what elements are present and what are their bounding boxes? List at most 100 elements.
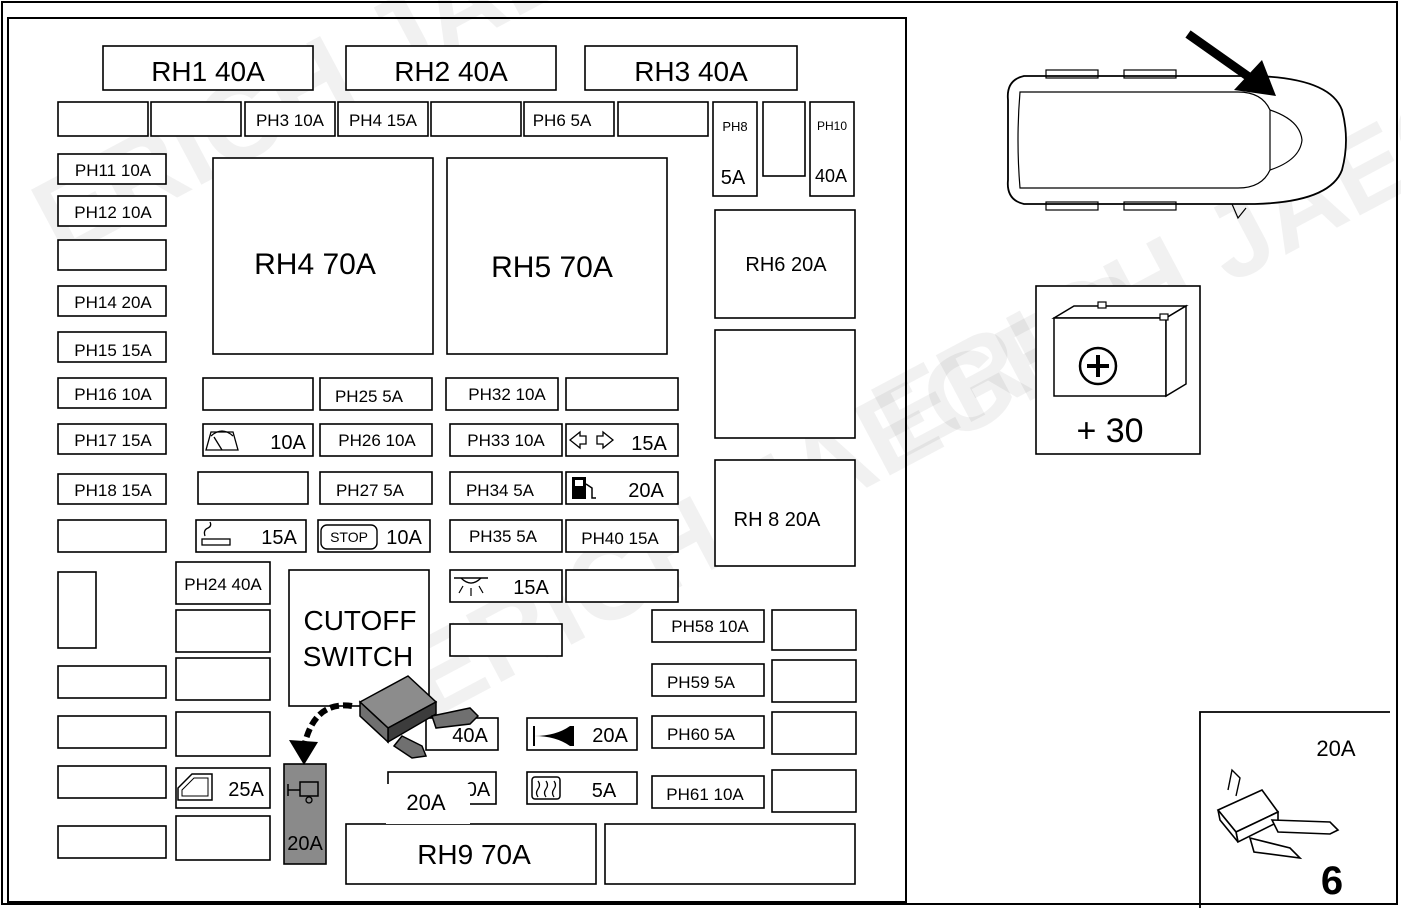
fuse-ph4-label: PH4 15A [349, 111, 418, 130]
fuse-slot-empty [771, 711, 857, 755]
highlighted-fuse: 20A [283, 763, 327, 865]
right-lower-fuses: PH58 10A PH59 5A PH60 5A PH61 10A [651, 609, 857, 813]
fuse-ph27-label: PH27 5A [336, 481, 405, 500]
vehicle-roof [1017, 91, 1271, 189]
vehicle-windshield [1269, 109, 1303, 171]
vehicle-body [1006, 75, 1347, 205]
left-fuse-column: PH11 10A PH12 10A PH14 20A PH15 15A PH16… [57, 153, 167, 859]
fuse-ph32 [445, 377, 559, 411]
fuse-ph24 [175, 561, 271, 605]
fuse-ph12-label: PH12 10A [74, 203, 152, 222]
large-relays: RH4 70A RH5 70A RH6 20A RH 8 20A [212, 157, 856, 567]
fuse-slot-empty [175, 657, 271, 701]
fuse-detail-panel: 20A 6 [1199, 711, 1390, 908]
vehicle-door-open [1231, 203, 1247, 220]
fuse-ph15 [57, 331, 167, 363]
fuse-slot-empty [175, 609, 271, 653]
removal-arrow-head [289, 740, 318, 765]
fuse-slot-empty [617, 101, 709, 137]
callout-box [386, 784, 470, 824]
fuse-ph16 [57, 377, 167, 409]
location-arrow-head [1234, 60, 1276, 96]
relay-rh4-label: RH4 70A [254, 248, 376, 281]
fuse-horn [526, 717, 638, 751]
vehicle-location-view [1006, 30, 1347, 220]
fuse-ph26 [319, 423, 433, 457]
fuse-ph40 [565, 519, 679, 553]
fuse-slot-empty [565, 377, 679, 411]
cigarette-lighter-icon [201, 521, 231, 546]
fuse-ph33-label: PH33 10A [467, 431, 545, 450]
fuse-window-label: 25A [228, 779, 264, 801]
fuse-ph58 [651, 609, 765, 643]
fuse-slot-empty [175, 815, 271, 861]
location-arrow-shaft [1185, 30, 1259, 86]
fuse-ph14 [57, 285, 167, 317]
fuse-slot-empty [449, 623, 563, 657]
vehicle-rail-right [1123, 201, 1177, 211]
fuse-ph40-label: PH40 15A [581, 529, 659, 548]
fuse-slot-empty [565, 569, 679, 603]
fuse-detail-number: 6 [1321, 859, 1343, 903]
stop-icon-text: STOP [330, 529, 368, 545]
fuse-ph35-label: PH35 5A [469, 527, 538, 546]
fuse-interior-light [449, 569, 563, 603]
highlighted-fuse-label: 20A [287, 833, 323, 855]
relay-rh9-label: RH9 70A [417, 839, 531, 870]
fuse-partial-10-label: 0A [466, 779, 491, 801]
stop-lamp-icon: STOP [320, 524, 378, 550]
fuse-lighter-label: 15A [261, 527, 297, 549]
interior-light-icon [454, 577, 488, 596]
trailer-socket-icon [287, 781, 319, 804]
fuse-row-2: PH3 10A PH4 15A PH6 5A PH8 5A PH10 40A [57, 101, 855, 197]
fuse-ph18 [57, 473, 167, 505]
fuse-stop-label: 10A [386, 527, 422, 549]
fuse-graphic [358, 675, 480, 759]
fuse-ph17 [57, 423, 167, 455]
relay-rh5 [446, 157, 668, 355]
top-relay-row: RH1 40A RH2 40A RH3 40A [102, 45, 798, 91]
fuse-ph11 [57, 153, 167, 185]
cutoff-switch-line-1: CUTOFF [303, 605, 416, 636]
fuse-ph61-label: PH61 10A [666, 785, 744, 804]
fuse-slot-empty [197, 471, 309, 505]
fuse-ph4 [337, 101, 429, 137]
vehicle-mirror-right [1045, 201, 1099, 211]
fuse-wiper-label: 10A [270, 432, 306, 454]
relay-rh2-label: RH2 40A [394, 56, 508, 87]
fuse-ph61 [651, 775, 765, 809]
fuse-ph27 [319, 471, 433, 505]
fuse-ph16-label: PH16 10A [74, 385, 152, 404]
fuse-slot-empty [771, 609, 857, 651]
fuse-ph35 [449, 519, 563, 553]
relay-rh3 [584, 45, 798, 91]
fuse-ph34 [449, 471, 563, 505]
relay-rh6-label: RH6 20A [745, 254, 827, 276]
fuse-slot-empty [57, 571, 97, 649]
fuse-ph15-label: PH15 15A [74, 341, 152, 360]
fuse-ph26-label: PH26 10A [338, 431, 416, 450]
relay-rh5-label: RH5 70A [491, 251, 613, 284]
relay-rh1 [102, 45, 314, 91]
fuse-ph10-value: 40A [815, 166, 847, 186]
fuse-slot-empty [762, 101, 806, 177]
fuse-ph60-label: PH60 5A [667, 725, 736, 744]
fuse-fuel-label: 20A [628, 480, 664, 502]
fuse-lighter [195, 519, 307, 553]
battery-terminal: + 30 [1035, 285, 1201, 455]
fuse-ph8-name: PH8 [722, 119, 747, 134]
fuse-box-outline [7, 17, 907, 903]
fuse-ph8-value: 5A [721, 167, 746, 189]
fuse-ph10 [809, 101, 855, 197]
relay-rh3-label: RH3 40A [634, 56, 748, 87]
fuse-ph25-label: PH25 5A [335, 387, 404, 406]
fuse-slot-empty [57, 101, 149, 137]
fuse-partial-40-label: 40A [452, 725, 488, 747]
fuse-ph8 [712, 101, 758, 197]
fuse-indicator-label: 15A [631, 433, 667, 455]
wiper-icon [205, 430, 239, 451]
fuse-slot-empty [57, 665, 167, 699]
fuse-slot-empty [57, 715, 167, 749]
